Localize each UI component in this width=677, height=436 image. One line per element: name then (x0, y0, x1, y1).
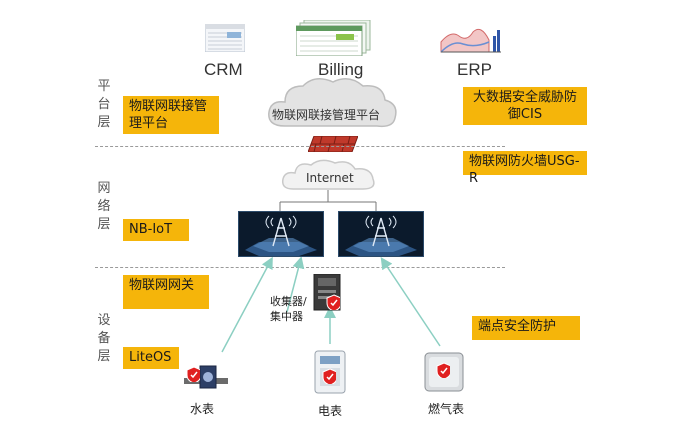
erp-chart-icon (439, 22, 503, 56)
collector-uplink-arrow (286, 256, 305, 313)
crm-label: CRM (204, 60, 243, 79)
base-station-right (338, 211, 424, 257)
water-meter-label: 水表 (190, 402, 215, 416)
water-meter-shield-icon (186, 366, 200, 382)
endpoint-security-tag: 端点安全防护 (472, 316, 580, 340)
billing-label: Billing (318, 60, 364, 79)
cis-tag: 大数据安全威胁防御CIS (463, 87, 587, 125)
gas-meter-shield-icon (436, 362, 450, 378)
liteos-tag: LiteOS (123, 347, 179, 369)
platform-network-divider (95, 146, 505, 147)
network-layer-label: 网络层 (97, 181, 111, 232)
platform-tag: 物联网联接管理平台 (123, 96, 219, 134)
erp-label: ERP (457, 60, 492, 79)
gas-meter-uplink-arrow (380, 257, 441, 347)
billing-screenshot-icon (296, 20, 371, 56)
crm-screenshot-icon (205, 24, 245, 52)
tower-icon (345, 215, 417, 256)
firewall-tag: 物联网防火墙USG-R (463, 151, 587, 186)
device-layer-label: 设备层 (97, 313, 111, 364)
collector-label: 收集器/集中器 (270, 295, 307, 323)
water-meter-icon (184, 365, 228, 389)
platform-cloud (268, 78, 397, 128)
platform-cloud-text: 物联网联接管理平台 (272, 108, 381, 122)
internet-cloud (281, 159, 375, 190)
water-meter-uplink-arrow (221, 256, 273, 353)
base-station-left (238, 211, 324, 257)
tower-icon (245, 215, 317, 256)
gateway-tag: 物联网网关 (123, 275, 209, 309)
power-meter-shield-icon (322, 368, 336, 384)
collector-shield-icon (326, 294, 340, 310)
nbiot-tag: NB-IoT (123, 219, 189, 241)
platform-layer-label: 平台层 (97, 79, 111, 130)
power-meter-label: 电表 (318, 404, 343, 418)
internet-cloud-text: Internet (306, 171, 354, 185)
gas-meter-label: 燃气表 (428, 402, 465, 416)
